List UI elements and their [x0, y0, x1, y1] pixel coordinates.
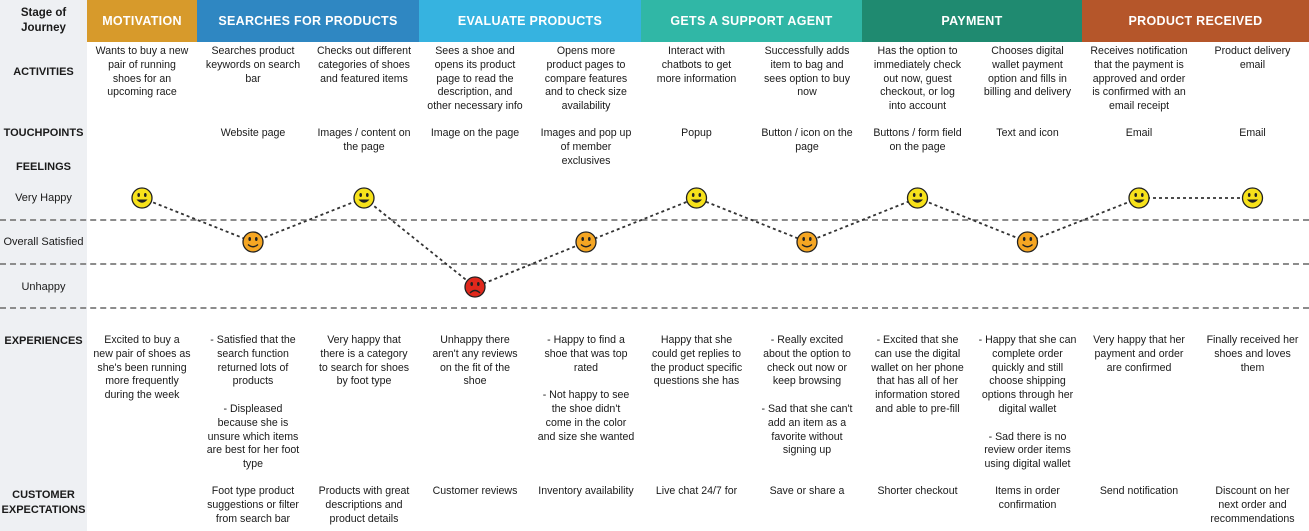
activity-cell: Has the option to immediately check out … [873, 45, 962, 113]
sad-face-icon [464, 276, 486, 298]
touchpoint-cell: Email [1239, 127, 1266, 139]
feelings-line [141, 196, 1253, 289]
touchpoint-cell: Popup [681, 127, 712, 139]
expectation-cell: Discount on her next order and recommend… [1210, 485, 1295, 525]
touchpoint-cell: Buttons / form field on the page [873, 127, 962, 153]
experience-cell: Very happy that there is a category to s… [318, 334, 410, 388]
overall-satisfied-label: Overall Satisfied [3, 236, 84, 248]
activity-cell: Successfully adds item to bag and sees o… [764, 45, 850, 99]
experiences-label: EXPERIENCES [4, 335, 83, 347]
touchpoint-cell: Image on the page [430, 127, 520, 139]
expectation-cell: Save or share a [769, 485, 845, 497]
neutral-face-icon [242, 231, 264, 253]
stage-label: SEARCHES FOR PRODUCTS [218, 14, 398, 28]
activity-cell: Interact with chatbots to get more infor… [656, 45, 737, 85]
happy-face-icon [906, 187, 929, 209]
neutral-face-icon [575, 231, 597, 253]
happy-face-icon [1241, 187, 1264, 209]
unhappy-label: Unhappy [21, 281, 66, 293]
touchpoint-cell: Images and pop up of member exclusives [540, 127, 632, 167]
activity-cell: Opens more product pages to compare feat… [544, 45, 628, 113]
experience-cell: - Happy that she can complete order quic… [978, 334, 1077, 471]
experience-cell: - Excited that she can use the digital w… [871, 334, 964, 415]
neutral-face-icon [1016, 231, 1039, 253]
happy-face-icon [131, 187, 153, 209]
experience-cell: Excited to buy a new pair of shoes as sh… [93, 334, 191, 402]
stage-product-received: PRODUCT RECEIVED [1082, 0, 1309, 42]
stage-label: MOTIVATION [102, 14, 182, 28]
row-label-column [0, 0, 87, 531]
divider-very-happy [0, 219, 1309, 221]
activities-label: ACTIVITIES [13, 66, 74, 78]
experience-cell: Very happy that her payment and order ar… [1093, 334, 1185, 374]
touchpoint-cell: Email [1125, 127, 1153, 139]
touchpoint-cell: Button / icon on the page [761, 127, 853, 153]
divider-unhappy [0, 307, 1309, 309]
feelings-label: FEELINGS [15, 161, 71, 173]
activity-cell: Checks out different categories of shoes… [316, 45, 412, 85]
experience-cell: Happy that she could get replies to the … [650, 334, 743, 388]
expectation-cell: Items in order confirmation [995, 485, 1060, 511]
stage-searches-for-products: SEARCHES FOR PRODUCTS [197, 0, 419, 42]
very-happy-label: Very Happy [15, 192, 72, 204]
activity-cell: Sees a shoe and opens its product page t… [427, 45, 523, 113]
expectation-cell: Shorter checkout [877, 485, 958, 497]
stage-of-journey-label: Stage of Journey [20, 7, 67, 34]
activity-cell: Searches product keywords on search bar [205, 45, 301, 85]
touchpoint-cell: Website page [220, 127, 286, 139]
experience-cell: Unhappy there aren't any reviews on the … [432, 334, 518, 388]
customer-expectations-label: CUSTOMER EXPECTATIONS [1, 489, 86, 516]
stage-evaluate-products: EVALUATE PRODUCTS [419, 0, 641, 42]
activity-cell: Chooses digital wallet payment option an… [983, 45, 1072, 99]
expectation-cell: Products with great descriptions and pro… [318, 485, 410, 525]
expectation-cell: Foot type product suggestions or filter … [207, 485, 299, 525]
expectation-cell: Live chat 24/7 for [655, 485, 738, 497]
stage-gets-a-support-agent: GETS A SUPPORT AGENT [641, 0, 862, 42]
stage-payment: PAYMENT [862, 0, 1082, 42]
touchpoints-label: TOUCHPOINTS [3, 127, 84, 139]
stage-label: GETS A SUPPORT AGENT [670, 14, 833, 28]
experience-cell: - Satisfied that the search function ret… [206, 334, 300, 471]
happy-face-icon [1128, 187, 1150, 209]
expectation-cell: Send notification [1099, 485, 1179, 497]
divider-satisfied [0, 263, 1309, 265]
happy-face-icon [685, 187, 708, 209]
activity-cell: Wants to buy a new pair of running shoes… [95, 45, 189, 99]
stage-label: PAYMENT [941, 14, 1003, 28]
activity-cell: Receives notification that the payment i… [1090, 45, 1188, 113]
touchpoint-cell: Images / content on the page [317, 127, 411, 153]
stage-label: PRODUCT RECEIVED [1128, 14, 1263, 28]
experience-cell: Finally received her shoes and loves the… [1206, 334, 1299, 374]
experience-cell: - Really excited about the option to che… [761, 334, 853, 457]
happy-face-icon [353, 187, 375, 209]
activity-cell: Product delivery email [1214, 45, 1291, 71]
touchpoint-cell: Text and icon [996, 127, 1059, 139]
experience-cell: - Happy to find a shoe that was top rate… [537, 334, 635, 443]
stage-motivation: MOTIVATION [87, 0, 197, 42]
expectation-cell: Inventory availability [538, 485, 634, 497]
stage-label: EVALUATE PRODUCTS [457, 14, 603, 28]
expectation-cell: Customer reviews [432, 485, 518, 497]
neutral-face-icon [796, 231, 818, 253]
